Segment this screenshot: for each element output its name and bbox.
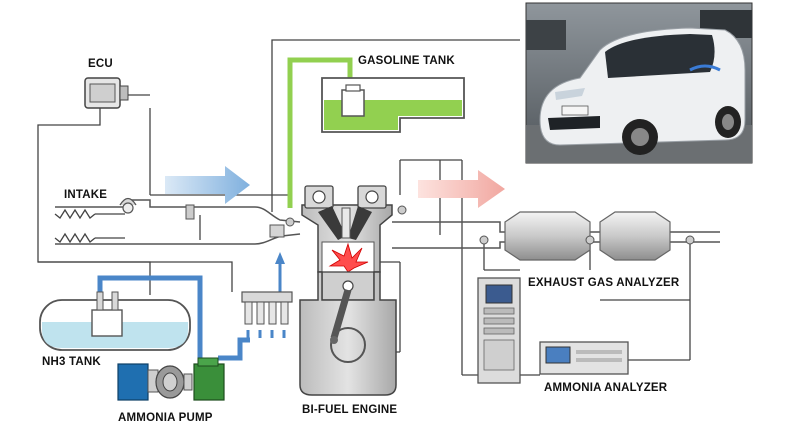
ammonia-analyzer-unit: [539, 341, 629, 375]
exhaust-flow-arrow: [418, 170, 505, 208]
intake-manifold: [54, 197, 301, 245]
intake-label: INTAKE: [64, 189, 108, 201]
ammonia-pump-label: AMMONIA PUMP: [118, 412, 213, 424]
exhaust-gas-analyzer-cabinet: [477, 277, 521, 384]
gasoline-tank-label: GASOLINE TANK: [358, 55, 455, 67]
ecu-wiring: [37, 39, 691, 376]
exhaust-system: [392, 211, 720, 261]
gasoline-tank: [321, 77, 465, 133]
ammonia-pump: [117, 357, 225, 401]
ammonia-analyzer-label: AMMONIA ANALYZER: [544, 382, 668, 394]
ammonia-injector-rail: [241, 291, 293, 325]
intake-air-arrow: [165, 166, 250, 204]
ecu-unit: [84, 77, 129, 109]
nh3-tank: [39, 291, 191, 351]
test-vehicle-photo: [525, 2, 753, 164]
engine-block: [285, 185, 407, 396]
gasoline-fuel-line: [287, 57, 353, 208]
bi-fuel-engine-label: BI-FUEL ENGINE: [302, 404, 398, 416]
nh3-tank-label: NH3 TANK: [42, 356, 101, 368]
ecu-label: ECU: [88, 58, 113, 70]
exhaust-gas-analyzer-label: EXHAUST GAS ANALYZER: [528, 277, 680, 289]
ammonia-flow-arrowhead: [275, 252, 285, 264]
